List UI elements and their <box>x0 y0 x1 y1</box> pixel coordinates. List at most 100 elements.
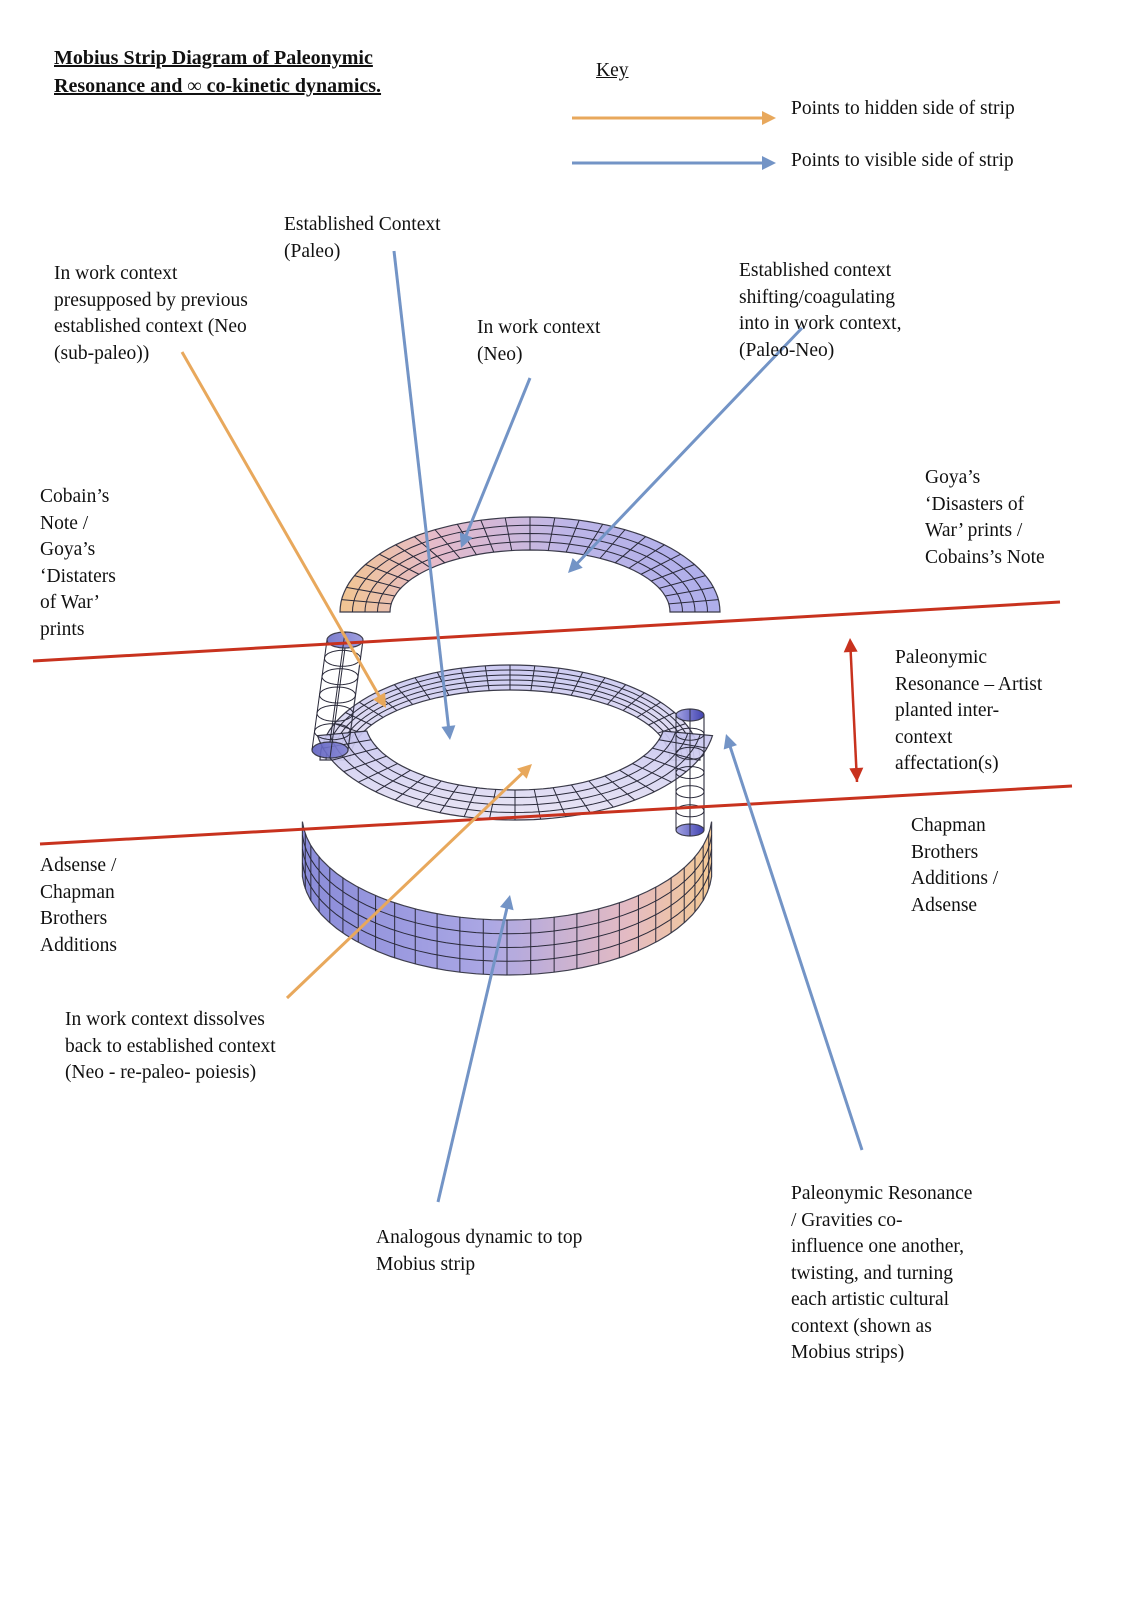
top-strip-front-inner-grid-ring <box>354 731 676 799</box>
label-established-paleo: Established Context (Paleo) <box>284 214 441 262</box>
arrow-resonance-span <box>843 638 864 783</box>
label-shifting-coagulating: Established context shifting/coagulating… <box>739 260 902 361</box>
bottom-strip-back-inner-grid-radial <box>589 677 606 700</box>
key-hidden-arrow-head <box>762 111 776 125</box>
right-twist-wall-grid-h <box>675 765 705 780</box>
key-visible-arrow-head <box>762 156 776 170</box>
arrow-analogous-shaft <box>436 904 510 1203</box>
arrow-shifting-head <box>568 558 583 573</box>
label-in-work-neo: In work context (Neo) <box>477 317 601 365</box>
bottom-strip-back-inner-grid-radial <box>550 668 560 693</box>
key-hidden-label: Points to hidden side of strip <box>791 98 1015 119</box>
arrow-resonance-span-head <box>849 767 864 782</box>
bottom-strip-back-inner-grid-radial <box>570 672 584 696</box>
arrow-gravities-head <box>723 734 738 750</box>
arrow-dissolves <box>285 764 532 1000</box>
label-adsense-chapman-left: Adsense / Chapman Brothers Additions <box>40 855 117 956</box>
bottom-strip-back-inner-grid-radial <box>393 684 413 705</box>
arrow-dissolves-shaft <box>285 769 526 1000</box>
bottom-strip-back-inner-grid-radial <box>607 684 627 705</box>
pointer-arrows <box>180 111 864 1203</box>
label-in-work-presupposed: In work context presupposed by previous … <box>54 263 248 364</box>
bottom-strip-back-inner-grid-ring <box>331 674 689 761</box>
mobius-strips <box>301 516 721 976</box>
bottom-strip-back-inner-grid-ring <box>343 684 677 761</box>
label-goya-cobain-right: Goya’s ‘Disasters of War’ prints / Cobai… <box>925 467 1045 568</box>
right-twist-wall <box>675 708 705 837</box>
arrow-in-work-presupposed-head <box>372 692 386 708</box>
arrow-in-work-neo <box>459 377 532 548</box>
label-cobain-goya-left: Cobain’s Note / Goya’s ‘Distaters of War… <box>40 486 116 640</box>
left-twist-wall-grid-h <box>318 686 356 704</box>
top-strip-front-inner-surface <box>316 730 714 821</box>
lower-boundary-line <box>39 784 1073 846</box>
arrow-in-work-presupposed <box>180 351 386 708</box>
bottom-strip-back-inner-grid-radial <box>636 701 662 718</box>
left-twist-wall-surface <box>311 631 364 759</box>
title-line-1: Mobius Strip Diagram of Paleonymic <box>54 47 373 69</box>
bottom-strip-front-band-surface <box>301 821 713 976</box>
arrow-dissolves-head <box>517 764 532 779</box>
top-strip-front-inner-grid-ring <box>341 733 689 806</box>
arrow-analogous-head <box>499 895 514 911</box>
arrow-gravities-shaft <box>727 743 864 1151</box>
bottom-strip-back-inner-grid-ring <box>337 679 683 761</box>
right-twist-wall-grid-h <box>675 727 705 741</box>
title-line-2: Resonance and ∞ co-kinetic dynamics. <box>54 75 382 97</box>
key-visible-arrow <box>572 156 776 170</box>
bottom-strip-back-inner-grid-radial <box>484 665 490 691</box>
diagram-title: Mobius Strip Diagram of Paleonymic Reson… <box>54 44 381 100</box>
label-analogous: Analogous dynamic to top Mobius strip <box>376 1227 583 1275</box>
bottom-strip-back-inner-grid-radial <box>622 692 645 711</box>
upper-boundary-line <box>32 600 1061 663</box>
arrow-analogous <box>436 895 514 1203</box>
arrow-established-paleo-shaft <box>392 250 451 731</box>
arrow-resonance-span-head <box>843 638 858 653</box>
left-twist-wall-grid-h <box>321 668 359 686</box>
bottom-strip-back-inner <box>319 664 701 761</box>
bottom-strip-front-band-grid-h <box>301 835 713 935</box>
arrow-gravities <box>723 734 864 1151</box>
top-strip-back-band-surface <box>339 516 721 613</box>
right-twist-wall-grid-h <box>675 746 705 760</box>
bottom-strip-back-inner-grid-radial <box>530 665 536 691</box>
top-strip-front-inner <box>316 730 714 821</box>
bottom-strip-back-inner-grid-ring <box>325 669 695 761</box>
left-twist-wall-grid-h <box>323 649 361 667</box>
bottom-strip-front-band-grid-h <box>301 862 713 962</box>
top-strip-front-inner-grid-ring <box>329 734 701 814</box>
arrow-in-work-neo-head <box>459 532 473 548</box>
arrow-resonance-span-shaft <box>849 647 859 783</box>
bottom-strip-back-inner-grid-radial <box>414 677 431 700</box>
bottom-strip-back-inner-grid-radial <box>648 712 675 726</box>
bottom-strip-front-band-grid-h <box>301 849 713 949</box>
bottom-strip-back-inner-grid-radial <box>345 712 372 726</box>
arrow-shifting-shaft <box>573 326 804 567</box>
left-twist-wall-grid-h <box>313 723 351 741</box>
key-visible-label: Points to visible side of strip <box>791 150 1014 171</box>
label-dissolves: In work context dissolves back to establ… <box>65 1009 276 1083</box>
bottom-strip-back-inner-grid-radial <box>358 701 384 718</box>
bottom-strip-front-band <box>301 821 713 976</box>
arrow-established-paleo <box>392 250 456 740</box>
resonance-boundary-lines <box>32 600 1073 846</box>
key-title: Key <box>596 60 629 81</box>
top-strip-back-band-grid-ring <box>377 541 683 613</box>
left-twist-wall <box>311 631 364 759</box>
key-hidden-arrow <box>572 111 776 125</box>
arrow-in-work-neo-shaft <box>463 377 532 540</box>
arrow-established-paleo-head <box>441 725 456 740</box>
bottom-strip-back-inner-grid-radial <box>460 668 470 693</box>
top-strip-back-band-grid-ring <box>352 524 708 613</box>
label-paleonymic-artist: Paleonymic Resonance – Artist planted in… <box>895 647 1043 774</box>
arrow-shifting <box>568 326 804 573</box>
right-twist-wall-grid-h <box>675 785 705 799</box>
label-chapman-adsense-right: Chapman Brothers Additions / Adsense <box>911 815 999 916</box>
right-twist-wall-surface <box>675 708 705 837</box>
top-strip-back-band-grid-ring <box>364 532 696 613</box>
left-twist-wall-grid-h <box>316 704 354 722</box>
arrow-in-work-presupposed-shaft <box>180 351 383 701</box>
label-gravities: Paleonymic Resonance / Gravities co- inf… <box>791 1183 973 1363</box>
